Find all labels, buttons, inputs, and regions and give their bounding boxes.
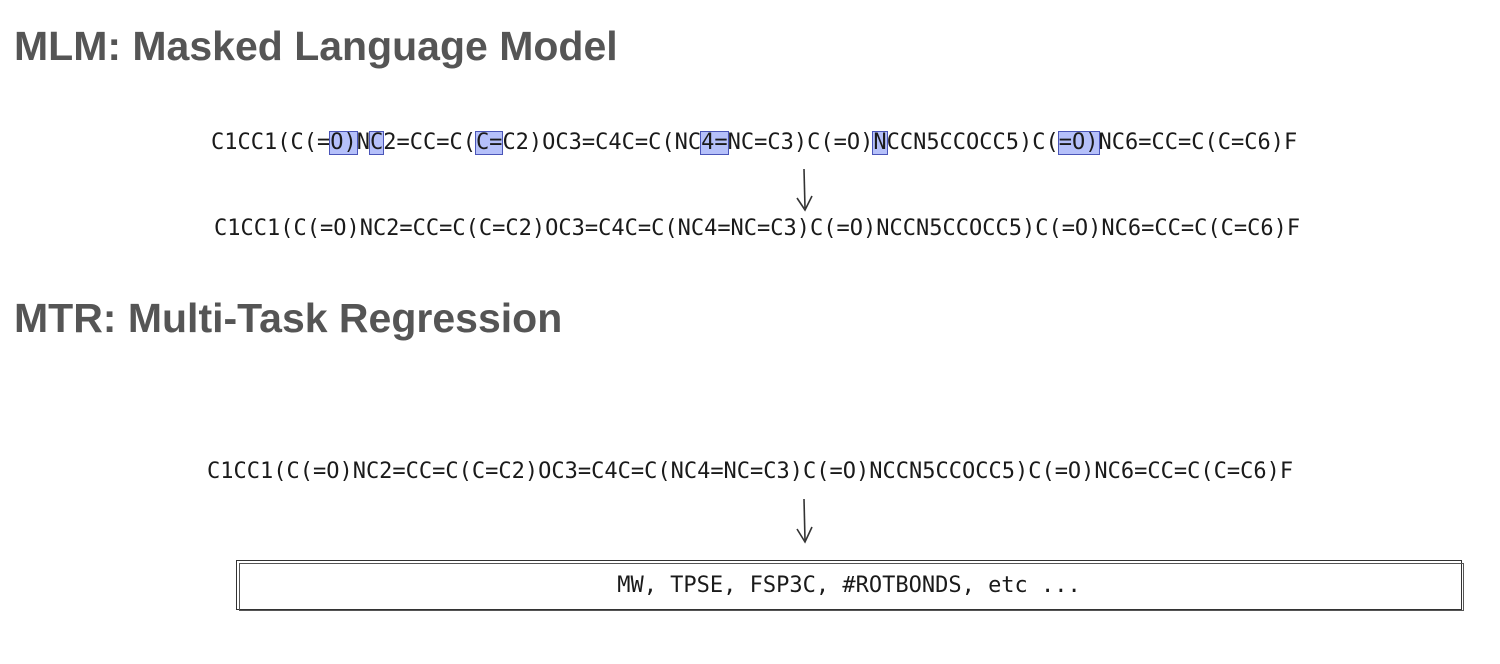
- mlm-heading: MLM: Masked Language Model: [14, 23, 618, 69]
- regression-targets-label: MW, TPSE, FSP3C, #ROTBONDS, etc ...: [617, 572, 1081, 598]
- regression-targets-box: MW, TPSE, FSP3C, #ROTBONDS, etc ...: [236, 560, 1464, 611]
- masked-token: =O): [1057, 130, 1100, 155]
- masked-token: 4=: [700, 130, 729, 155]
- masked-token: C: [368, 130, 385, 155]
- mlm-down-arrow: [796, 168, 813, 212]
- mtr-input-smiles: C1CC1(C(=O)NC2=CC=C(C=C2)OC3=C4C=C(NC4=N…: [207, 459, 1294, 484]
- smiles-segment: N: [356, 130, 370, 155]
- mlm-masked-smiles: C1CC1(C(=O)NC2=CC=C(C=C2)OC3=C4C=C(NC4=N…: [211, 130, 1298, 155]
- masked-token: O): [329, 130, 358, 155]
- mtr-down-arrow: [796, 498, 813, 544]
- smiles-segment: NC=C3)C(=O): [727, 130, 874, 155]
- smiles-segment: C1CC1(C(=: [211, 130, 331, 155]
- mtr-heading: MTR: Multi-Task Regression: [14, 295, 563, 341]
- smiles-segment: NC6=CC=C(C=C6)F: [1098, 130, 1298, 155]
- masked-token: N: [872, 130, 888, 155]
- smiles-segment: 2=CC=C(: [383, 130, 476, 155]
- smiles-segment: C2)OC3=C4C=C(NC: [502, 130, 702, 155]
- mlm-reconstructed-smiles: C1CC1(C(=O)NC2=CC=C(C=C2)OC3=C4C=C(NC4=N…: [214, 216, 1301, 241]
- masked-token: C=: [474, 130, 504, 155]
- smiles-segment: CCN5CCOCC5)C(: [886, 130, 1059, 155]
